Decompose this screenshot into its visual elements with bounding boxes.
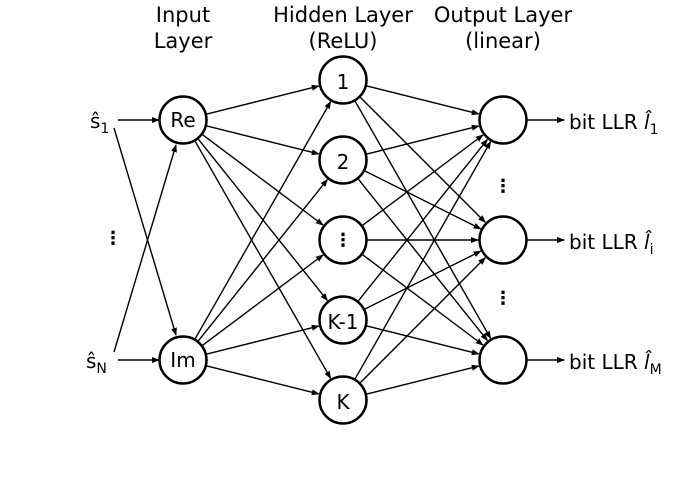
output-label-i: bit LLR l̂i (569, 230, 653, 258)
output-node-1 (478, 95, 528, 145)
edge-h2-out2 (361, 253, 484, 346)
edge-h4-out1 (359, 256, 487, 384)
edge-h2-out0 (361, 134, 484, 227)
hidden-node-1-label: 1 (337, 70, 350, 94)
input-ellipsis: ⋮ (104, 228, 122, 249)
hidden-node-2: 2 (318, 135, 368, 185)
edge-in1-h1 (197, 178, 329, 342)
edge-h0-out1 (359, 96, 487, 224)
hidden-node-k-label: K (336, 390, 350, 414)
edge-h4-out0 (354, 140, 492, 380)
hidden-node-ellipsis: ⋮ (318, 215, 368, 265)
output-header-line2: (linear) (465, 29, 541, 53)
output-layer-header: Output Layer (linear) (434, 3, 573, 53)
edge-in1-h0 (194, 100, 332, 340)
edge-h3-out2 (366, 325, 480, 356)
output-label-m: bit LLR l̂M (569, 350, 662, 378)
hidden-header-line1: Hidden Layer (273, 3, 413, 27)
output-node-i (478, 215, 528, 265)
output-ellipsis-upper: ⋮ (494, 176, 512, 197)
output-header-line1: Output Layer (434, 3, 573, 27)
edge-in0-h1 (206, 125, 320, 156)
hidden-header-line2: (ReLU) (309, 29, 378, 53)
edge-h0-out0 (366, 85, 480, 116)
hidden-node-k-minus-1: K-1 (318, 295, 368, 345)
edge-h1-out0 (366, 124, 480, 155)
hidden-node-1: 1 (318, 55, 368, 105)
hidden-node-k-minus-1-label: K-1 (328, 310, 359, 334)
edge-h1-out1 (364, 170, 482, 230)
hidden-node-2-label: 2 (337, 150, 350, 174)
input-header-line2: Layer (154, 29, 213, 53)
edge-in0-h0 (206, 84, 320, 115)
hidden-node-ellipsis-label: ⋮ (334, 230, 352, 251)
input-symbol-sN: ŝN (86, 349, 107, 377)
input-layer-header: Input Layer (154, 3, 213, 53)
edge-in1-h2 (201, 254, 324, 347)
connection-edges (113, 84, 565, 396)
edge-h4-out2 (366, 364, 480, 395)
edge-h3-out0 (357, 138, 489, 302)
edge-h3-out1 (364, 250, 482, 310)
input-node-re: Re (158, 95, 208, 145)
output-node-m (478, 335, 528, 385)
edge-sN-re (113, 144, 177, 353)
output-ellipsis-lower: ⋮ (494, 288, 512, 309)
edge-in1-h3 (206, 324, 320, 355)
input-node-im-label: Im (170, 348, 195, 372)
input-node-im: Im (158, 335, 208, 385)
hidden-layer-header: Hidden Layer (ReLU) (273, 3, 413, 53)
input-node-re-label: Re (170, 108, 195, 132)
edge-s1-im (113, 127, 177, 336)
input-symbol-s1: ŝ1 (90, 109, 109, 137)
input-header-line1: Input (156, 3, 210, 27)
output-label-1: bit LLR l̂1 (569, 110, 658, 138)
edge-in1-h4 (206, 365, 320, 396)
hidden-node-k: K (318, 375, 368, 425)
